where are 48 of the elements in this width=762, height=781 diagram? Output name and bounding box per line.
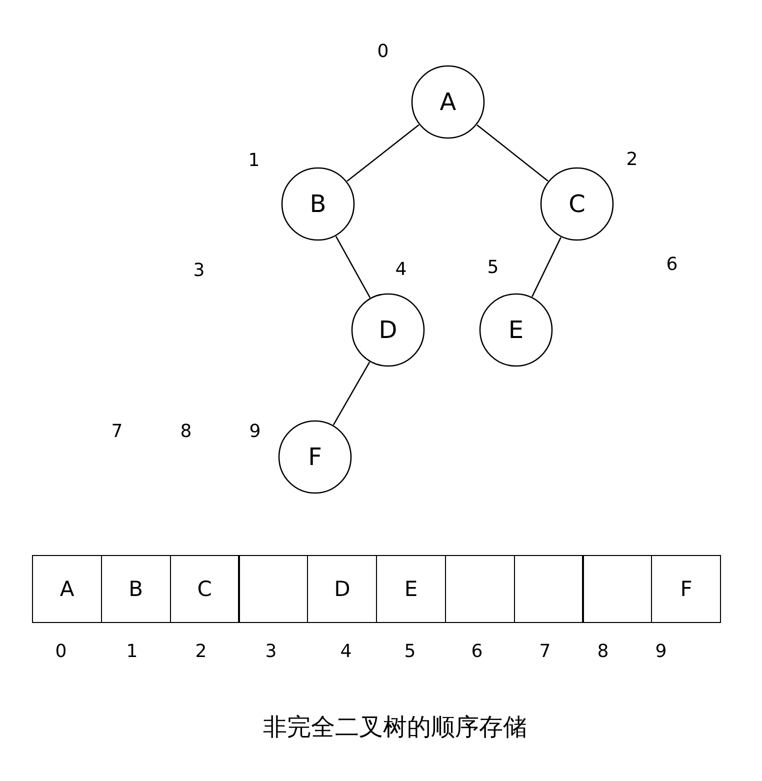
index-number: 2 (195, 643, 207, 661)
index-number: 5 (487, 259, 499, 277)
array-cell: A (32, 555, 102, 623)
index-number: 9 (249, 423, 261, 441)
array-cell (444, 555, 515, 623)
tree-node (411, 65, 485, 139)
index-number: 1 (126, 643, 138, 661)
index-number: 0 (55, 643, 67, 661)
index-number: 3 (265, 643, 277, 661)
node-letter: D (378, 318, 398, 342)
array-cell (238, 555, 308, 623)
node-letter: A (440, 90, 456, 114)
index-number: 2 (626, 151, 638, 169)
tree-edge (346, 124, 420, 182)
tree-node (479, 293, 553, 367)
array-cell: C (170, 555, 240, 623)
tree-edge (335, 236, 371, 298)
index-number: 7 (111, 423, 123, 441)
index-number: 6 (666, 256, 678, 274)
tree-edge (476, 124, 548, 182)
tree-node (351, 293, 425, 367)
index-number: 9 (655, 643, 667, 661)
tree-node (278, 420, 352, 494)
index-number: 8 (597, 643, 609, 661)
caption: 非完全二叉树的顺序存储 (263, 715, 527, 739)
array-cell: E (376, 555, 446, 623)
node-letter: C (568, 192, 586, 216)
node-letter: F (308, 445, 322, 469)
index-number: 7 (539, 643, 551, 661)
node-letter: B (310, 192, 326, 216)
index-number: 6 (471, 643, 483, 661)
tree-edge (332, 362, 370, 426)
array-cell: B (100, 555, 171, 623)
index-number: 8 (180, 423, 192, 441)
index-number: 4 (395, 261, 407, 279)
array-cell: F (651, 555, 722, 623)
index-number: 4 (340, 643, 352, 661)
tree-edge (532, 237, 562, 297)
index-number: 1 (248, 152, 260, 170)
index-number: 0 (377, 43, 389, 61)
array-cell: D (307, 555, 378, 623)
tree-node (540, 167, 614, 241)
array-cell (514, 555, 584, 623)
array-cell (582, 555, 652, 623)
node-letter: E (508, 318, 524, 342)
tree-node (281, 167, 355, 241)
index-number: 5 (404, 643, 416, 661)
index-number: 3 (193, 262, 205, 280)
